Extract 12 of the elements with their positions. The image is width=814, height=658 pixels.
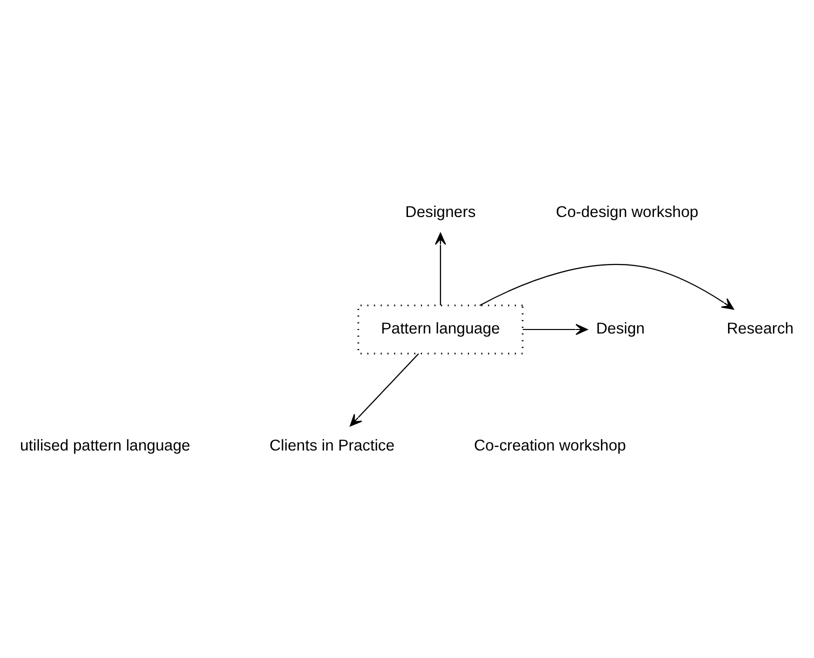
node-text: Clients in Practice [269, 436, 394, 454]
label: Co-creation workshop [474, 436, 626, 454]
label: utilised pattern language [20, 436, 190, 454]
arrow [349, 352, 418, 426]
label: Co-design workshop [555, 203, 698, 220]
arrow [434, 232, 446, 305]
node-text: Design [596, 320, 644, 338]
arrow [522, 323, 588, 335]
node-box: Pattern language [356, 304, 523, 354]
node-text: Research [726, 320, 794, 338]
node-text: Designers [404, 203, 476, 220]
arrow [478, 264, 734, 310]
